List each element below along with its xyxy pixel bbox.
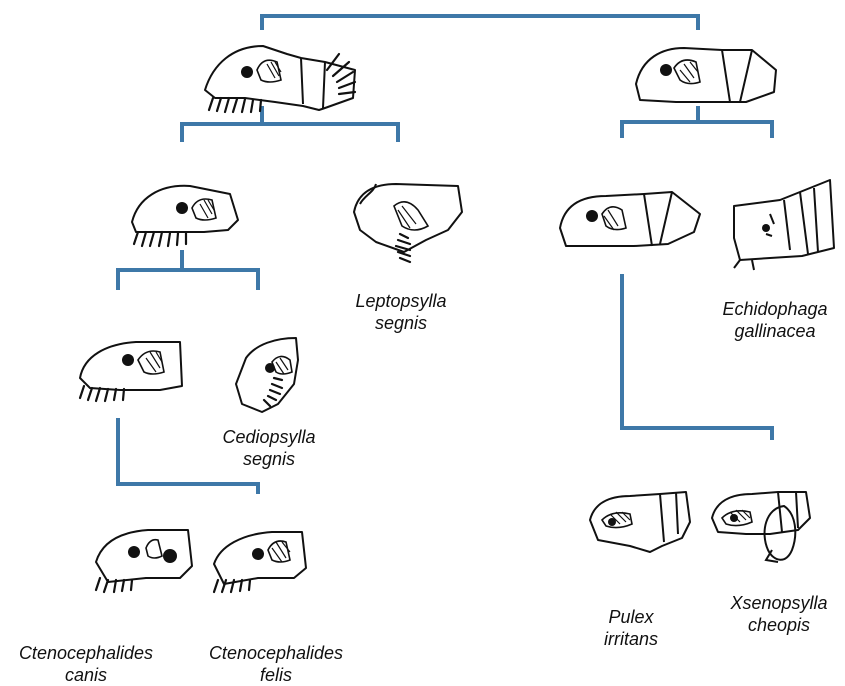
flea-head-combed-group	[132, 186, 238, 246]
cediopsylla-epithet: segnis	[214, 448, 324, 470]
flea-head-ctenophthalmid-ancestor	[205, 46, 355, 112]
label-cediopsylla-segnis: Cediopsylla segnis	[214, 426, 324, 470]
flea-head-ctenocephalides-ancestor	[80, 342, 182, 401]
label-ctenocephalides-canis: Ctenocephalides canis	[6, 642, 166, 686]
echidophaga-epithet: gallinacea	[720, 320, 830, 342]
flea-head-echidophaga-gallinacea	[734, 180, 834, 270]
ctenocephalides-group-branch	[118, 252, 258, 288]
flea-head-leptopsylla-segnis	[354, 184, 462, 262]
label-pulex-irritans: Pulex irritans	[596, 606, 666, 650]
flea-head-pulex-group	[560, 192, 700, 246]
left-clade-branch	[182, 108, 398, 140]
ct-canis-genus: Ctenocephalides	[6, 642, 166, 664]
root-branch	[262, 16, 698, 28]
leptopsylla-epithet: segnis	[346, 312, 456, 334]
right-clade-branch	[622, 108, 772, 136]
flea-head-xsenopsylla-cheopis	[712, 492, 810, 562]
flea-head-pulicid-ancestor	[636, 48, 776, 102]
cediopsylla-genus: Cediopsylla	[214, 426, 324, 448]
pulex-epithet: irritans	[596, 628, 666, 650]
echidophaga-genus: Echidophaga	[720, 298, 830, 320]
pulex-genus: Pulex	[596, 606, 666, 628]
genal-comb	[209, 98, 261, 112]
leptopsylla-genus: Leptopsylla	[346, 290, 456, 312]
xsenopsylla-genus: Xsenopsylla	[724, 592, 834, 614]
label-xsenopsylla-cheopis: Xsenopsylla cheopis	[724, 592, 834, 636]
genal-comb-2	[134, 232, 186, 246]
ct-felis-genus: Ctenocephalides	[196, 642, 356, 664]
xsenopsylla-epithet: cheopis	[724, 614, 834, 636]
flea-head-pulex-irritans	[590, 492, 690, 552]
label-ctenocephalides-felis: Ctenocephalides felis	[196, 642, 356, 686]
label-leptopsylla-segnis: Leptopsylla segnis	[346, 290, 456, 334]
label-echidophaga-gallinacea: Echidophaga gallinacea	[720, 298, 830, 342]
flea-head-ctenocephalides-canis	[96, 530, 192, 592]
flea-head-cediopsylla-segnis	[236, 338, 298, 412]
flea-head-ctenocephalides-felis	[214, 532, 306, 592]
